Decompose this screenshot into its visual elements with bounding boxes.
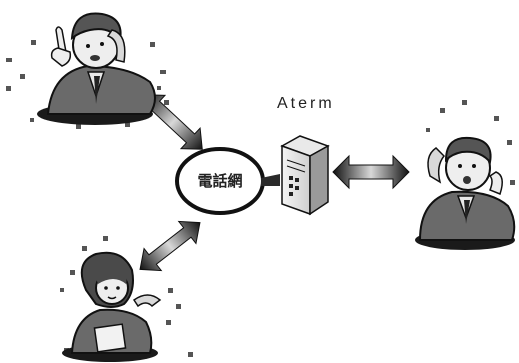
aterm-router-icon <box>280 135 330 216</box>
network-to-router-link <box>261 174 280 186</box>
man-on-phone-top-left <box>37 12 156 125</box>
telephone-network-node: 電話網 <box>175 147 265 215</box>
arrow-to-bottom-person <box>139 220 201 272</box>
man-on-phone-right <box>415 136 516 250</box>
router-label: Aterm <box>277 95 335 112</box>
arrow-to-right-person <box>332 154 410 190</box>
network-label: 電話網 <box>197 172 242 190</box>
woman-on-phone-bottom <box>62 251 162 362</box>
